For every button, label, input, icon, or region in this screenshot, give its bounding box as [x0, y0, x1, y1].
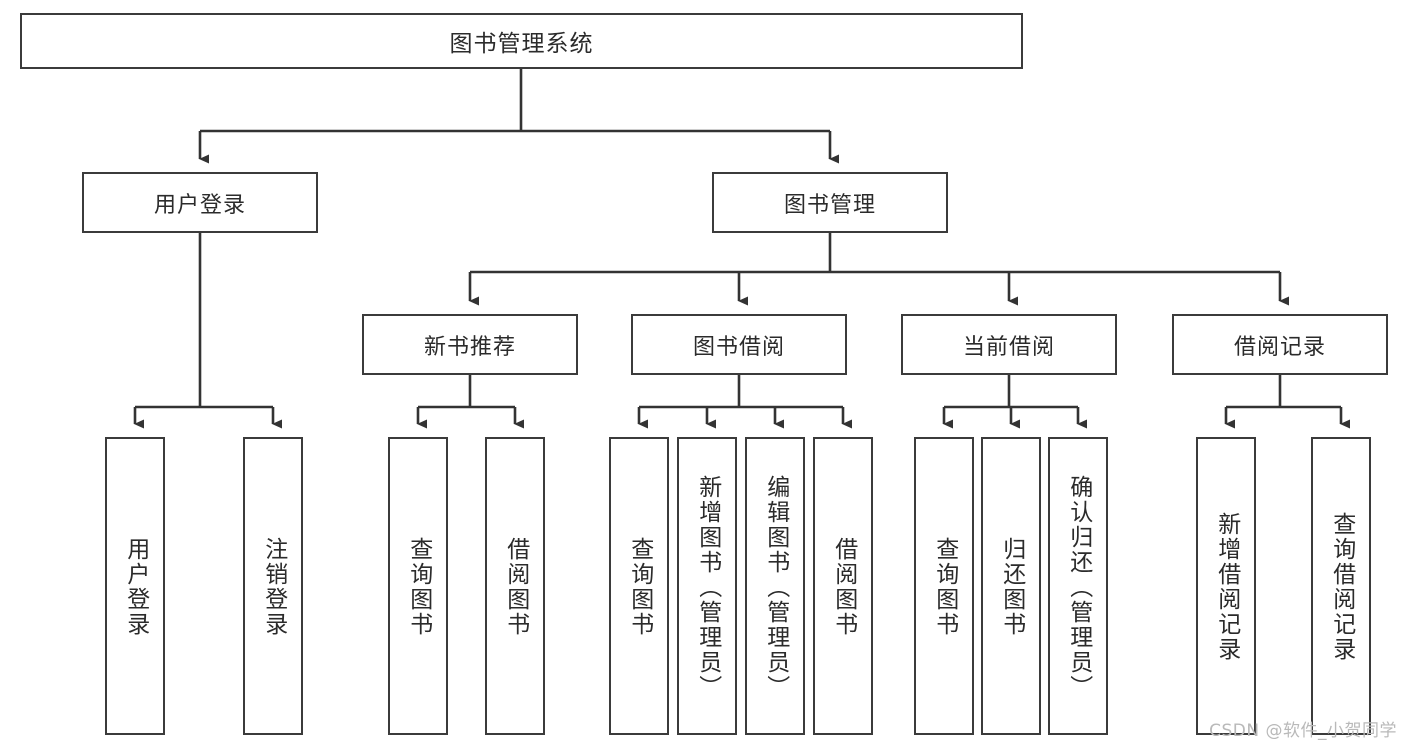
edges-borrow-to-leaves	[637, 375, 852, 429]
node-label: 查询借阅记录	[1328, 512, 1355, 662]
leaf-query-book-newbook[interactable]: 查询图书	[388, 437, 448, 735]
leaf-return-book[interactable]: 归还图书	[981, 437, 1041, 735]
node-label: 编辑图书（管理员）	[762, 474, 789, 700]
edges-record-to-leaves	[1224, 375, 1350, 429]
edges-login-to-leaves	[133, 233, 282, 429]
node-label: 借阅图书	[502, 537, 529, 637]
node-root-book-management-system[interactable]: 图书管理系统	[20, 13, 1023, 69]
node-label: 查询图书	[405, 537, 432, 637]
node-user-login[interactable]: 用户登录	[82, 172, 318, 233]
leaf-borrow-book-newbook[interactable]: 借阅图书	[485, 437, 545, 735]
node-label: 图书管理	[783, 192, 876, 218]
node-label: 归还图书	[998, 537, 1025, 637]
node-label: 用户登录	[122, 537, 149, 637]
node-book-management[interactable]: 图书管理	[712, 172, 948, 233]
node-label: 注销登录	[260, 537, 287, 637]
node-label: 图书管理系统	[449, 31, 594, 57]
node-label: 借阅图书	[830, 537, 857, 637]
node-label: 用户登录	[153, 192, 246, 218]
node-book-borrowing[interactable]: 图书借阅	[631, 314, 847, 375]
leaf-confirm-return-admin[interactable]: 确认归还（管理员）	[1048, 437, 1108, 735]
node-label: 图书借阅	[692, 334, 785, 360]
leaf-query-borrowing-record[interactable]: 查询借阅记录	[1311, 437, 1371, 735]
node-label: 新书推荐	[423, 334, 516, 360]
leaf-edit-book-admin[interactable]: 编辑图书（管理员）	[745, 437, 805, 735]
node-borrowing-record[interactable]: 借阅记录	[1172, 314, 1388, 375]
node-label: 借阅记录	[1233, 334, 1326, 360]
edges-root-to-level2	[198, 69, 839, 164]
edges-newbook-to-leaves	[416, 375, 524, 429]
node-label: 新增图书（管理员）	[694, 474, 721, 700]
node-label: 查询图书	[931, 537, 958, 637]
leaf-query-book-current[interactable]: 查询图书	[914, 437, 974, 735]
leaf-logout-login[interactable]: 注销登录	[243, 437, 303, 735]
node-label: 当前借阅	[962, 334, 1055, 360]
edges-level2-book-to-level3	[468, 233, 1289, 306]
node-label: 查询图书	[626, 537, 653, 637]
leaf-add-borrowing-record[interactable]: 新增借阅记录	[1196, 437, 1256, 735]
leaf-user-login[interactable]: 用户登录	[105, 437, 165, 735]
node-label: 确认归还（管理员）	[1065, 474, 1092, 700]
node-label: 新增借阅记录	[1213, 512, 1240, 662]
node-new-book-recommendation[interactable]: 新书推荐	[362, 314, 578, 375]
node-current-borrowing[interactable]: 当前借阅	[901, 314, 1117, 375]
edges-current-to-leaves	[942, 375, 1087, 429]
leaf-query-book-borrowing[interactable]: 查询图书	[609, 437, 669, 735]
leaf-borrow-book[interactable]: 借阅图书	[813, 437, 873, 735]
watermark-text: CSDN @软件_小贺同学	[1209, 721, 1397, 741]
leaf-add-book-admin[interactable]: 新增图书（管理员）	[677, 437, 737, 735]
